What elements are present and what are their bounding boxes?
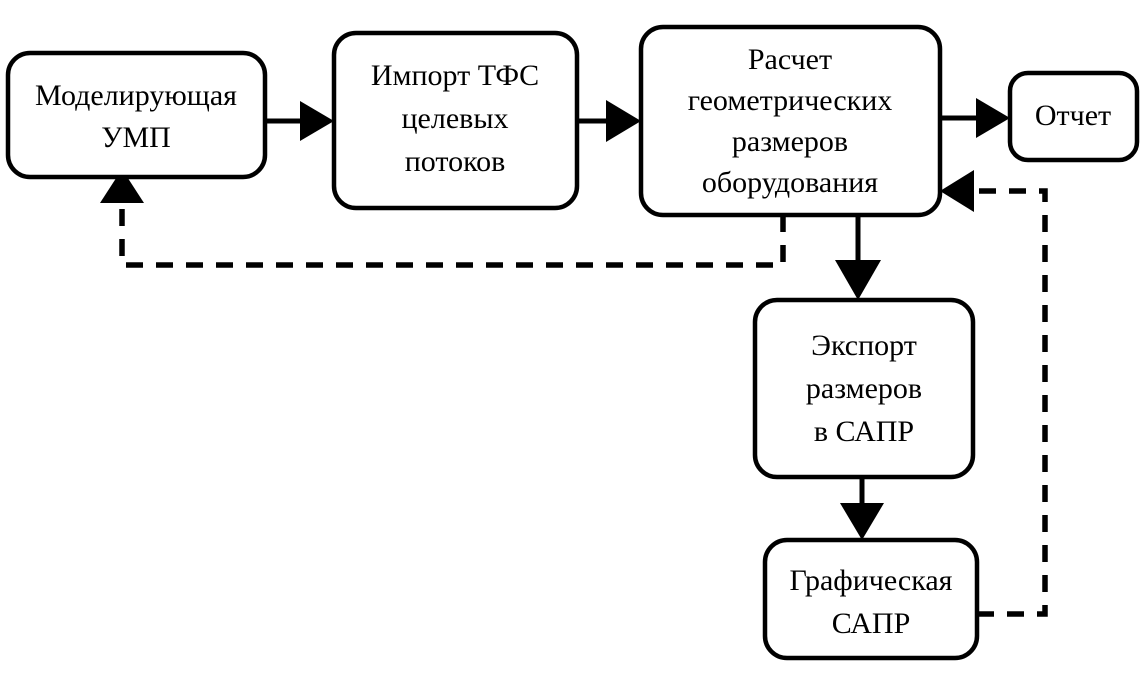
report-box[interactable]: [1007, 70, 1140, 163]
import-tfs-node[interactable]: Импорт ТФС целевых потоков: [331, 30, 580, 211]
modeling-ump-label-line-1: Моделирующая: [35, 79, 237, 112]
edge-import-to-calc: [577, 100, 641, 142]
export-cad-node[interactable]: Экспорт размеров в САПР: [752, 297, 976, 480]
export-cad-box[interactable]: [752, 297, 976, 480]
edge-modeling-to-import: [265, 101, 334, 141]
calc-geometry-label-line-3: размеров: [732, 125, 848, 158]
modeling-ump-label-line-2: УМП: [101, 121, 171, 154]
import-tfs-label-line-3: потоков: [405, 145, 506, 178]
modeling-ump-node[interactable]: Моделирующая УМП: [5, 50, 268, 180]
edge-export-to-graphic: [840, 477, 884, 540]
import-tfs-label-line-2: целевых: [402, 102, 509, 135]
edge-calc-feedback-to-modeling: [100, 169, 786, 268]
graphic-cad-label-line-2: САПР: [832, 607, 911, 640]
report-node[interactable]: Отчет: [1007, 70, 1140, 163]
export-cad-label-line-3: в САПР: [814, 415, 914, 448]
calc-geometry-label-line-1: Расчет: [748, 43, 832, 76]
report-label: Отчет: [1035, 99, 1111, 132]
graphic-cad-box[interactable]: [762, 537, 980, 661]
edge-graphic-feedback-to-calc: [940, 170, 1048, 617]
export-cad-label-line-1: Экспорт: [811, 329, 917, 362]
graphic-cad-node[interactable]: Графическая САПР: [762, 537, 980, 661]
modeling-ump-box[interactable]: [5, 50, 268, 180]
calc-geometry-box[interactable]: [638, 24, 943, 218]
calc-geometry-label-line-2: геометрических: [688, 84, 893, 117]
export-cad-label-line-2: размеров: [806, 372, 922, 405]
calc-geometry-label-line-4: оборудования: [702, 166, 878, 199]
import-tfs-label-line-1: Импорт ТФС: [371, 59, 539, 92]
graphic-cad-label-line-1: Графическая: [790, 564, 953, 597]
calc-geometry-node[interactable]: Расчет геометрических размеров оборудова…: [638, 24, 943, 218]
import-tfs-box[interactable]: [331, 30, 580, 211]
edge-calc-to-export: [835, 215, 881, 300]
edge-calc-to-report: [940, 98, 1010, 138]
